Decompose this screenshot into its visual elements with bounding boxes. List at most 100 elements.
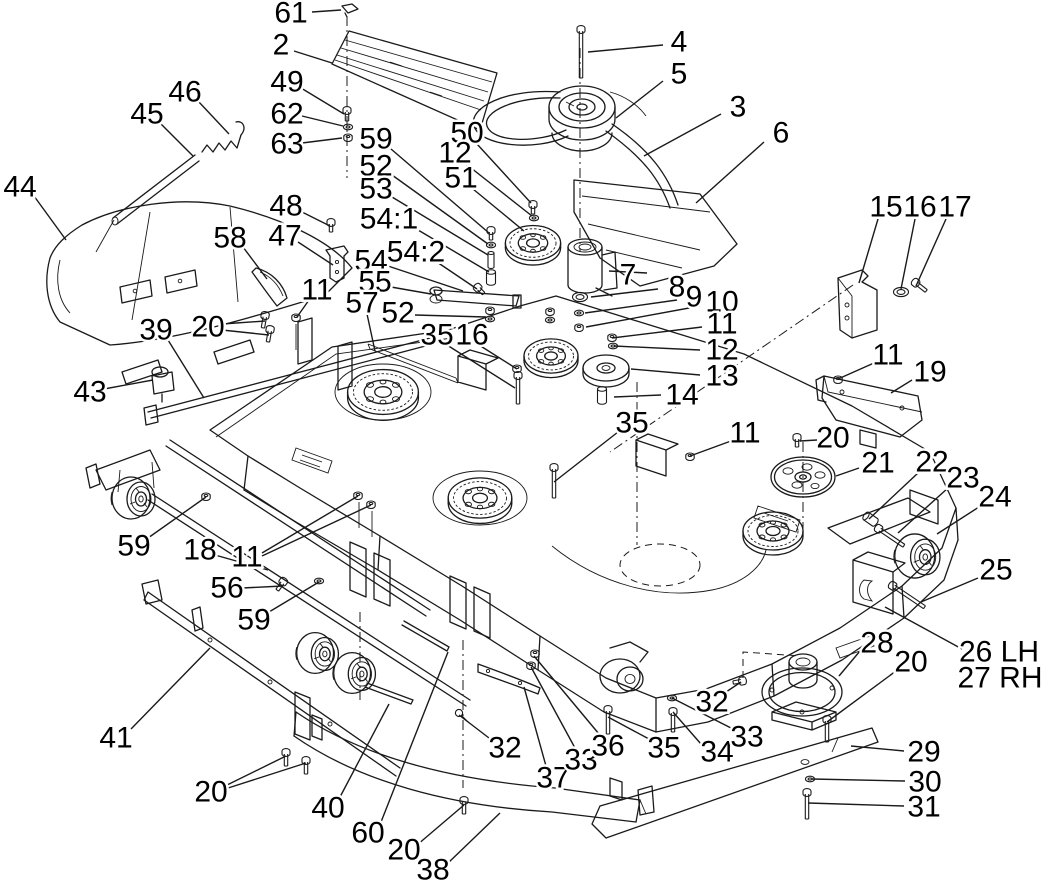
left-caster-wheel [110, 476, 156, 520]
leader-line [921, 578, 978, 602]
nut-hardware [546, 308, 554, 316]
callout-label-6: 6 [773, 117, 790, 150]
callout-label-20: 20 [816, 422, 849, 455]
deck-front-caster [600, 642, 648, 693]
leader-line [614, 395, 661, 397]
callout-label-19: 19 [913, 356, 946, 389]
leader-line [937, 507, 979, 534]
callout-label-20: 20 [894, 646, 927, 679]
bolt-hardware [472, 282, 486, 296]
leader-line [473, 189, 524, 231]
callout-label-20: 20 [387, 834, 420, 867]
callout-label-51: 51 [444, 162, 477, 195]
callout-label-45: 45 [130, 98, 163, 131]
leader-line [838, 363, 874, 379]
belt-cover [332, 31, 497, 130]
leader-line [198, 101, 229, 134]
idler-bracket-19 [816, 376, 922, 448]
bolt-hardware [732, 676, 747, 686]
callout-label-20: 20 [194, 776, 227, 809]
callout-label-35: 35 [420, 319, 453, 352]
wear-strip-37 [478, 664, 540, 694]
callout-label-11: 11 [872, 339, 903, 372]
callout-label-48: 48 [269, 190, 302, 223]
callout-label-4: 4 [671, 26, 688, 59]
leader-line [131, 648, 210, 729]
leader-line [901, 219, 915, 289]
deck-body [210, 296, 958, 732]
leader-line [479, 345, 517, 369]
boltlong-hardware [803, 789, 811, 819]
callout-label-59: 59 [237, 604, 270, 637]
leader-line [294, 51, 332, 63]
callout-label-20: 20 [191, 311, 224, 344]
leader-line [673, 712, 701, 744]
leader-line [885, 607, 962, 649]
bolt-hardware [460, 797, 468, 814]
leader-line [614, 346, 700, 350]
leader-line [269, 582, 319, 612]
callout-label-59: 59 [117, 530, 150, 563]
leader-line [302, 116, 343, 126]
leader-line [612, 327, 702, 338]
callout-label-39: 39 [139, 314, 172, 347]
callout-label-41: 41 [99, 722, 132, 755]
leader-line [34, 196, 66, 240]
callout-label-11: 11 [706, 308, 737, 341]
bolt-hardware [282, 749, 290, 766]
callout-label-34: 34 [700, 736, 733, 769]
leader-line [696, 142, 764, 203]
callout-label-49: 49 [270, 66, 303, 99]
leader-line [586, 306, 700, 327]
callout-label-55: 55 [358, 266, 391, 299]
boltlong-hardware [550, 464, 558, 498]
leader-line [588, 45, 663, 52]
leader-line [413, 227, 489, 272]
boltlong-hardware [577, 26, 585, 78]
boltlong-hardware [669, 708, 677, 732]
nut-hardware [202, 493, 210, 501]
callout-label-5: 5 [671, 58, 688, 91]
leader-line [690, 441, 731, 456]
bolt-hardware [343, 107, 351, 121]
callout-label-25: 25 [979, 554, 1012, 587]
mower-blade [592, 728, 878, 838]
leader-line [148, 497, 206, 538]
callout-label-61: 61 [274, 0, 307, 30]
hydraulic-motor [568, 239, 617, 296]
callout-label-13: 13 [705, 360, 738, 393]
bolt-hardware [302, 757, 310, 774]
leader-line [391, 287, 431, 294]
leader-line [367, 314, 375, 351]
nut-hardware [531, 650, 539, 658]
callout-label-14: 14 [665, 379, 698, 412]
callout-label-35: 35 [615, 407, 648, 440]
callout-label-18: 18 [183, 534, 216, 567]
leader-line [869, 473, 918, 519]
leader-line [340, 704, 389, 797]
washer-hardware [667, 695, 676, 701]
washer-hardware [608, 343, 617, 349]
leader-line [225, 763, 306, 789]
callout-label-52: 52 [359, 150, 392, 183]
fastener-hardware [202, 26, 929, 819]
leader-line [168, 340, 204, 398]
spacer-hardware [598, 387, 607, 405]
leader-line [839, 651, 860, 676]
leader-line [104, 380, 153, 389]
callout-label-15: 15 [869, 191, 902, 224]
callout-label-11: 11 [301, 274, 332, 307]
callout-label-54-2: 54:2 [387, 236, 445, 269]
leader-line [222, 321, 265, 324]
callout-label-54: 54 [354, 245, 387, 278]
leader-line [631, 369, 700, 375]
caster-pivot-43 [152, 367, 174, 402]
bolt-hardware [274, 576, 289, 592]
washer-hardware [486, 242, 495, 248]
callout-label-58: 58 [213, 222, 246, 255]
callout-label-46: 46 [168, 76, 201, 109]
leader-line [302, 138, 342, 143]
leader-line [391, 149, 489, 233]
leader-line [585, 300, 677, 313]
